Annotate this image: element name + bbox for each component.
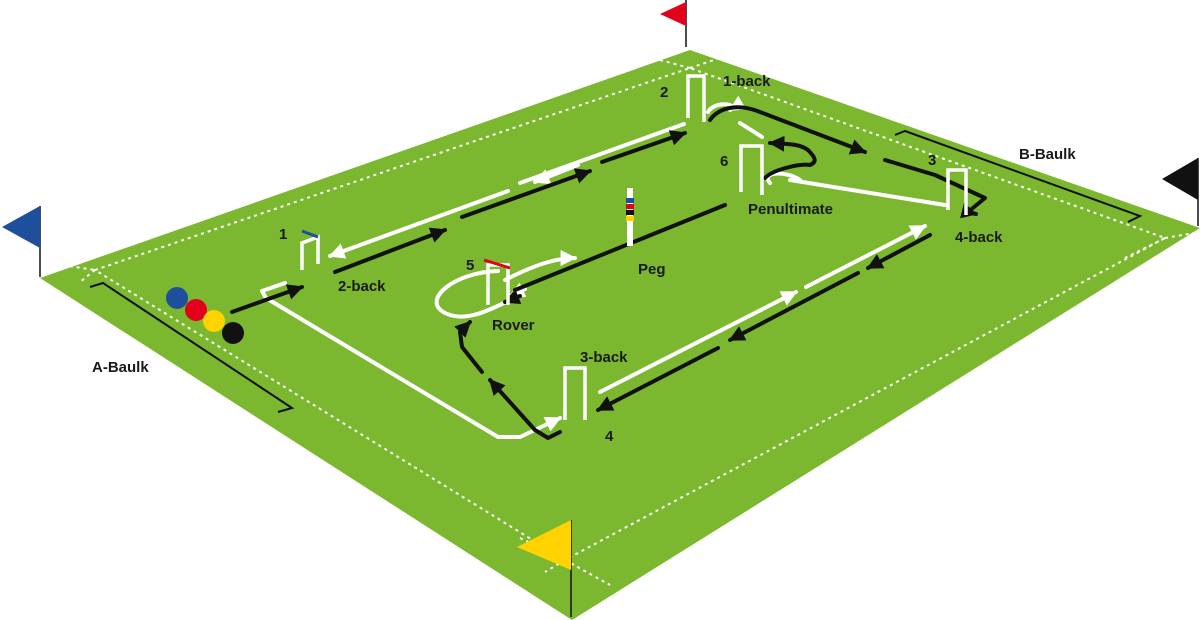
flag-black [1162,158,1199,226]
boundary-ext-bottom-b [564,559,611,586]
peg-band-blue [626,198,634,203]
label-2-back: 2-back [338,278,386,295]
ball-black [222,322,244,344]
label-rover: Rover [492,317,535,334]
boundary-ext-right-a [1164,231,1200,239]
label-peg: Peg [638,261,666,278]
return-path [230,105,987,440]
ball-yellow [203,310,225,332]
flag-blue [2,206,41,277]
flag-red [660,0,687,47]
boundary-ext-right-b [1124,237,1166,259]
hoop-4 [563,366,587,420]
court-boundary [92,66,1168,562]
label-hoop-1: 1 [279,226,287,243]
peg [626,188,634,246]
boundary-ext-top-b [689,57,721,69]
boundary-ext-top-a [659,59,691,69]
a-baulk-line [89,281,295,413]
peg-band-red [626,204,634,209]
label-hoop-5: 5 [466,257,474,274]
hoop-3 [946,168,968,215]
boundary-ext-left-b [79,269,96,283]
ball-red [185,299,207,321]
flag-yellow [517,520,572,617]
hoop-2 [686,74,706,122]
boundary-ext-left-a [41,261,96,271]
ball-blue [166,287,188,309]
label-hoop-3: 3 [928,152,936,169]
label-hoop-2: 2 [660,84,668,101]
boundary-ext-bottom-a [519,537,566,561]
label-1-back: 1-back [723,73,771,90]
label-3-back: 3-back [580,349,628,366]
peg-band-yellow [626,216,634,221]
label-b-baulk: B-Baulk [1019,146,1076,163]
label-hoop-4: 4 [605,428,614,445]
outward-path [260,95,947,439]
hoop-1-topbar [301,229,319,239]
label-hoop-6: 6 [720,153,728,170]
hoop-5-topbar [483,258,511,270]
hoop-1 [300,234,320,270]
lawn [40,50,1200,620]
label-a-baulk: A-Baulk [92,359,149,376]
label-penultimate: Penultimate [748,201,833,218]
b-baulk-line [894,129,1143,223]
label-4-back: 4-back [955,229,1003,246]
peg-band-black [626,210,634,215]
hoop-6 [739,144,764,195]
